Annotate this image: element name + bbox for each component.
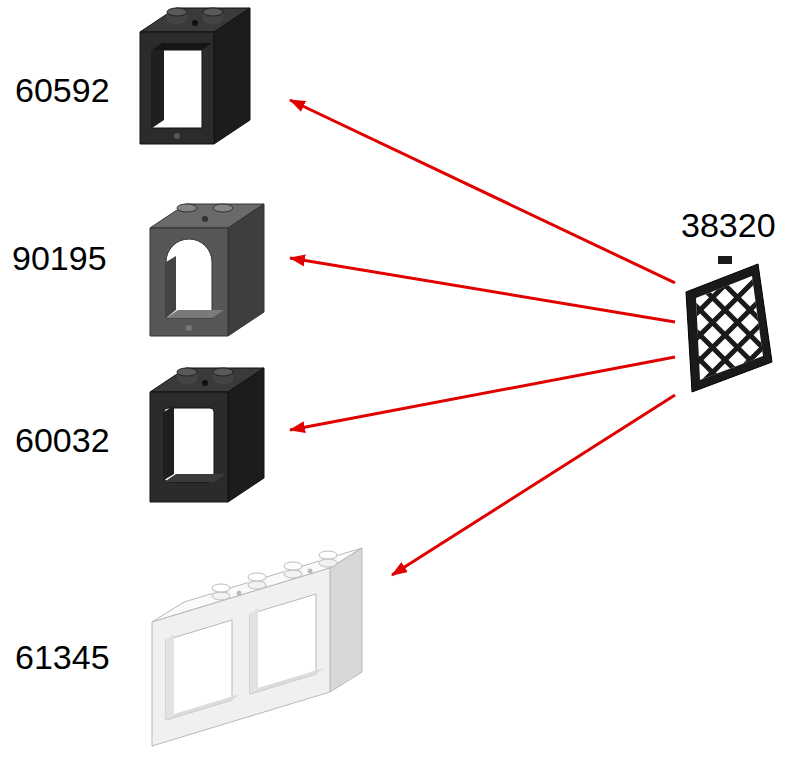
window-frame-illustration <box>150 204 264 336</box>
arrow-connector <box>290 357 675 430</box>
window-frame-illustration <box>140 8 250 144</box>
arrow-connector <box>290 100 675 283</box>
part-node: 61345 <box>10 538 392 750</box>
part-node: 90195 <box>10 192 290 342</box>
part-node: 60592 <box>10 4 290 146</box>
part-number: 60032 <box>15 420 110 460</box>
window-frame-illustration <box>152 548 362 746</box>
part-number: 90195 <box>12 238 107 278</box>
part-number: 60592 <box>15 70 110 110</box>
part-node: 38320 <box>675 205 790 395</box>
part-node: 60032 <box>10 360 290 508</box>
part-number: 38320 <box>681 205 776 245</box>
part-number: 61345 <box>15 637 110 677</box>
arrow-connector <box>290 258 675 322</box>
arrow-connector <box>392 395 675 575</box>
grille-illustration <box>590 250 794 400</box>
window-frame-illustration <box>150 368 264 502</box>
